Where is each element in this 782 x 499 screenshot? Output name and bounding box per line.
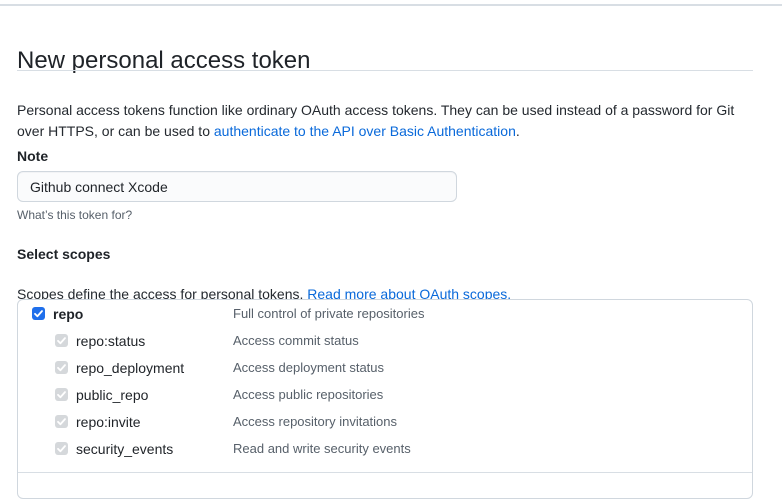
scope-row-left: repo_deployment	[18, 360, 233, 376]
scope-row: repo_deployment Access deployment status	[18, 354, 752, 381]
scope-description: Access deployment status	[233, 360, 385, 375]
scope-description: Full control of private repositories	[233, 306, 425, 321]
scope-row-left: public_repo	[18, 387, 233, 403]
select-scopes-heading: Select scopes	[17, 246, 111, 262]
scope-name: repo:invite	[76, 413, 141, 430]
scope-row-left: security_events	[18, 441, 233, 457]
scope-row: repo Full control of private repositorie…	[18, 300, 752, 327]
scope-description: Read and write security events	[233, 441, 411, 456]
oauth-scopes-link[interactable]: Read more about OAuth scopes.	[307, 286, 512, 302]
page-title: New personal access token	[17, 47, 311, 75]
scopes-description: Scopes define the access for personal to…	[17, 284, 511, 304]
scope-row: repo:status Access commit status	[18, 327, 752, 354]
scope-row-left: repo	[18, 306, 233, 322]
title-divider	[17, 70, 753, 71]
scopes-list: repo Full control of private repositorie…	[17, 299, 753, 499]
note-helper-text: What’s this token for?	[17, 208, 133, 222]
check-icon	[57, 337, 66, 345]
top-divider	[0, 4, 782, 6]
scope-row: repo:invite Access repository invitation…	[18, 408, 752, 435]
check-icon	[57, 391, 66, 399]
scope-row: security_events Read and write security …	[18, 435, 752, 462]
scope-description: Access repository invitations	[233, 414, 398, 429]
scope-row: public_repo Access public repositories	[18, 381, 752, 408]
scope-checkbox[interactable]	[32, 307, 45, 320]
scope-checkbox	[55, 388, 68, 401]
intro-paragraph: Personal access tokens function like ord…	[17, 100, 751, 142]
check-icon	[57, 364, 66, 372]
check-icon	[34, 310, 43, 318]
scope-name: repo	[53, 305, 84, 322]
scope-name: public_repo	[76, 386, 149, 403]
scope-row-left: repo:invite	[18, 414, 233, 430]
scope-name: security_events	[76, 440, 174, 457]
scope-checkbox	[55, 334, 68, 347]
scope-name: repo_deployment	[76, 359, 185, 376]
check-icon	[57, 445, 66, 453]
scope-description: Access public repositories	[233, 387, 384, 402]
scope-checkbox	[55, 442, 68, 455]
check-icon	[57, 418, 66, 426]
scope-checkbox	[55, 415, 68, 428]
scope-checkbox	[55, 361, 68, 374]
scopes-description-text: Scopes define the access for personal to…	[17, 286, 308, 302]
scope-group-divider	[18, 472, 752, 493]
basic-auth-link[interactable]: authenticate to the API over Basic Authe…	[213, 123, 516, 139]
note-label: Note	[17, 148, 49, 164]
scope-row-left: repo:status	[18, 333, 233, 349]
note-input[interactable]	[17, 171, 457, 202]
scope-name: repo:status	[76, 332, 146, 349]
intro-suffix: .	[515, 123, 520, 139]
intro-text: Personal access tokens function like ord…	[17, 102, 735, 139]
scope-description: Access commit status	[233, 333, 359, 348]
